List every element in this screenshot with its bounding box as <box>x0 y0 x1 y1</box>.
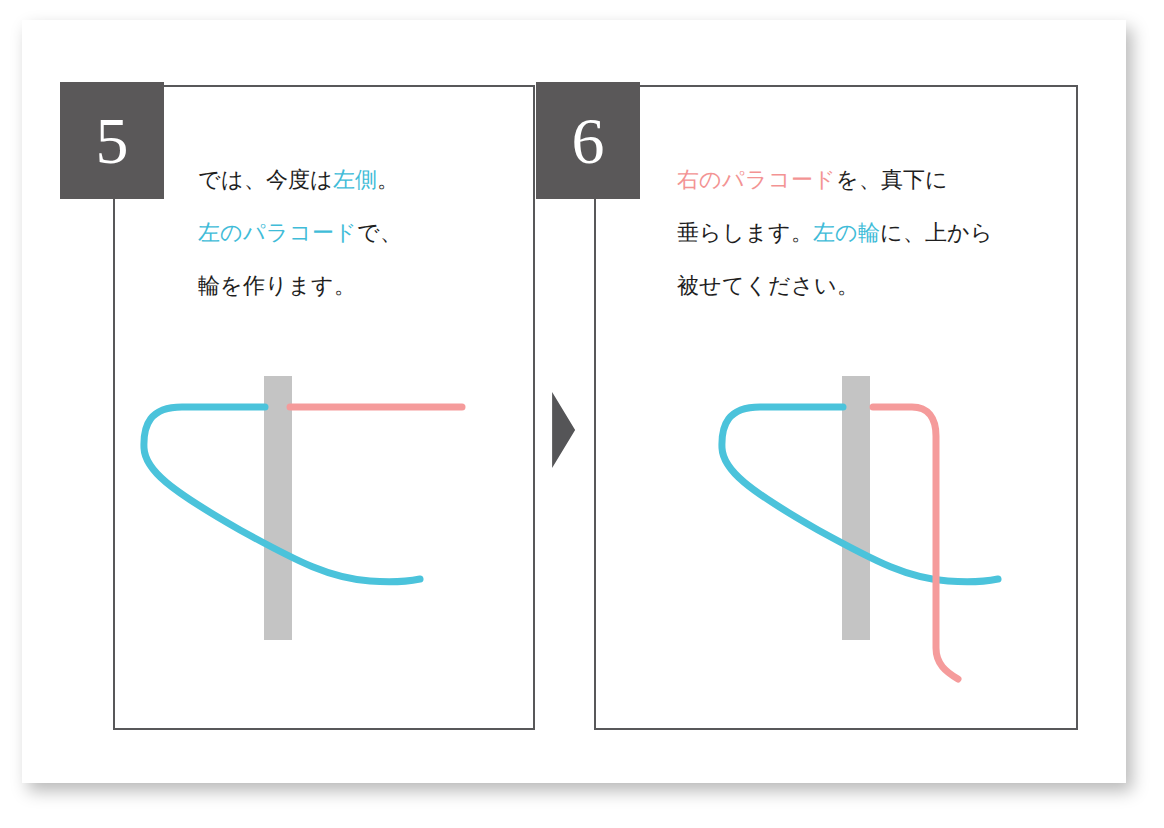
instruction-text-run: で、 <box>357 220 402 245</box>
instruction-text-run: 輪を作ります。 <box>198 273 356 298</box>
post-bar <box>842 376 870 640</box>
instruction-line: 垂らします。左の輪に、上から <box>677 206 993 259</box>
step-number-badge: 5 <box>60 82 164 199</box>
step-number: 6 <box>572 108 605 174</box>
instruction-line: 輪を作ります。 <box>198 259 402 312</box>
left-cord <box>722 407 998 582</box>
instruction-text: では、今度は左側。左のパラコードで、輪を作ります。 <box>198 153 402 312</box>
step-panel: 右のパラコードを、真下に垂らします。左の輪に、上から被せてください。6 <box>594 85 1078 730</box>
step-number-badge: 6 <box>536 82 640 199</box>
instruction-line: では、今度は左側。 <box>198 153 402 206</box>
instruction-text-run: を、真下に <box>836 167 948 192</box>
step-panel: では、今度は左側。左のパラコードで、輪を作ります。5 <box>113 85 535 730</box>
instruction-line: 被せてください。 <box>677 259 993 312</box>
instruction-text-run: 。 <box>377 167 399 192</box>
right-cord <box>290 404 462 411</box>
step-arrow <box>535 392 594 468</box>
instruction-text-run: 垂らします。 <box>677 220 813 245</box>
highlight-text: 左のパラコード <box>198 220 357 245</box>
post-bar <box>264 376 292 640</box>
instruction-text-run: に、上から <box>880 220 993 245</box>
highlight-text: 右のパラコード <box>677 167 836 192</box>
highlight-text: 左の輪 <box>813 220 880 245</box>
instruction-line: 左のパラコードで、 <box>198 206 402 259</box>
instruction-text: 右のパラコードを、真下に垂らします。左の輪に、上から被せてください。 <box>677 153 993 312</box>
step-number: 5 <box>96 108 129 174</box>
instruction-line: 右のパラコードを、真下に <box>677 153 993 206</box>
left-cord <box>144 407 420 582</box>
instruction-text-run: では、今度は <box>198 167 333 192</box>
instruction-text-run: 被せてください。 <box>677 273 859 298</box>
highlight-text: 左側 <box>333 167 377 192</box>
right-cord <box>873 407 958 679</box>
